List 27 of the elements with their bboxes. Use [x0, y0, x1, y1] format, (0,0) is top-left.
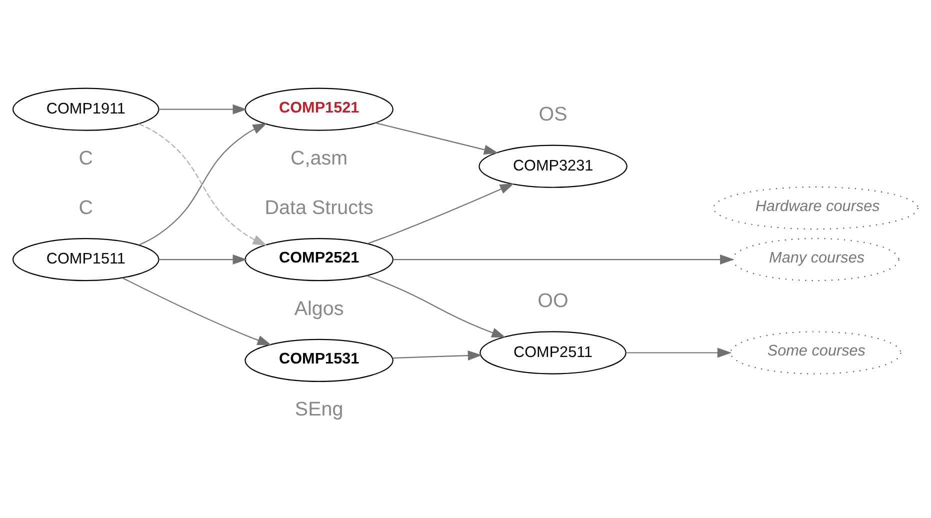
node-label: C: [78, 196, 94, 218]
node-label: C: [78, 147, 94, 170]
node-ellipse: COMP2511: [480, 330, 626, 374]
node-ellipse: Hardware courses: [712, 186, 918, 230]
arrow: [366, 274, 506, 338]
node-label: Algos: [294, 297, 344, 320]
arrow: [158, 104, 248, 114]
node-ellipse: COMP1511: [12, 237, 160, 281]
node-label: SEng: [294, 398, 344, 420]
node-label: C,asm: [290, 147, 348, 170]
node-ellipse: Many courses: [732, 237, 900, 281]
arrow: [375, 122, 498, 154]
arrow: [367, 182, 514, 244]
node-ellipse: COMP1521: [244, 87, 394, 130]
arrow: [626, 347, 732, 358]
arrow: [138, 122, 268, 246]
arrow: [393, 254, 734, 264]
arrow: [122, 276, 272, 345]
arrow: [392, 350, 482, 360]
node-ellipse: COMP1531: [244, 338, 394, 382]
node-ellipse: COMP2521: [244, 237, 394, 281]
node-label: OO: [538, 290, 568, 312]
node-label: OS: [538, 103, 568, 126]
node-ellipse: COMP1911: [12, 87, 160, 130]
node-ellipse: Some courses: [730, 330, 902, 374]
node-label: Data Structs: [264, 196, 374, 218]
arrow: [158, 254, 248, 264]
